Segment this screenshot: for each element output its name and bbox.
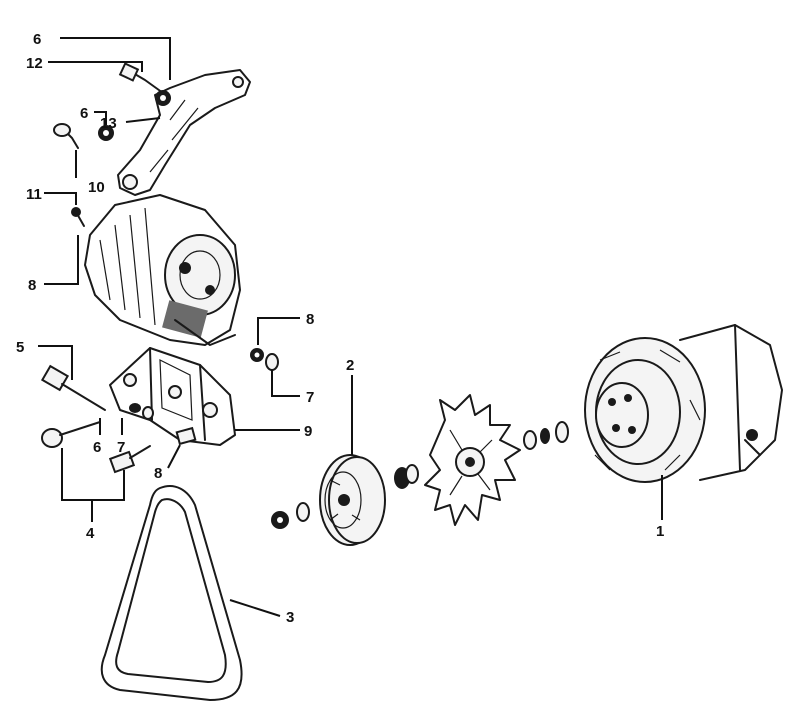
fan (424, 394, 521, 526)
bolt-12 (118, 62, 171, 106)
callout-2: 2 (346, 357, 354, 374)
callout-13: 13 (100, 115, 117, 132)
callout-12: 12 (26, 55, 43, 72)
bolt-4 (41, 421, 151, 474)
bolt-10 (71, 207, 85, 227)
pulley-nut (271, 502, 310, 529)
callout-4: 4 (86, 525, 95, 542)
callout-6-middle: 6 (80, 105, 88, 122)
callout-6-bracket: 6 (93, 439, 101, 456)
callout-11: 10 (88, 179, 105, 196)
callout-8-stud: 8 (154, 465, 162, 482)
alternator-exploded (584, 324, 783, 483)
drive-belt (100, 485, 243, 701)
callout-7-bracket: 7 (117, 439, 125, 456)
callout-9: 9 (304, 423, 312, 440)
callout-10: 11 (26, 186, 42, 203)
callout-8-alternator: 8 (28, 277, 36, 294)
callout-1: 1 (656, 523, 664, 540)
leader-lines (38, 37, 663, 617)
callout-labels: 6 12 13 6 10 11 8 8 5 7 6 7 9 8 4 2 3 1 (16, 31, 664, 626)
bolt-5 (40, 364, 106, 411)
callout-8-right-nut: 8 (306, 311, 314, 328)
shaft-spacers (523, 421, 569, 450)
alternator-installed (84, 194, 241, 346)
bracket-hardware (129, 403, 197, 446)
callout-5: 5 (16, 339, 24, 356)
callout-7-right-washer: 7 (306, 389, 314, 406)
callout-6-top: 6 (33, 31, 41, 48)
bolt-11 (53, 123, 114, 149)
pulley-spacer (394, 464, 419, 489)
pulley (319, 454, 386, 546)
adjusting-bracket (117, 69, 251, 196)
mounting-bracket (109, 347, 236, 446)
callout-3: 3 (286, 609, 294, 626)
nut-washer-right (250, 348, 279, 371)
